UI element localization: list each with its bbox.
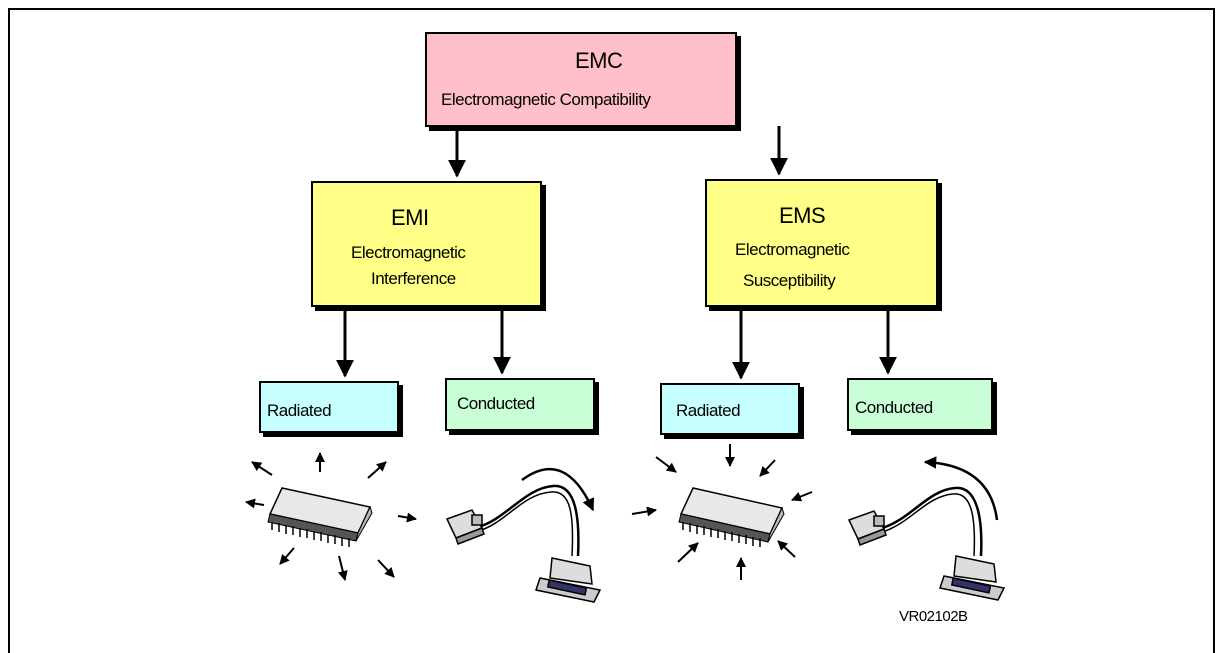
ems-radiated-label: Radiated — [676, 401, 741, 420]
chip-receiving-icon — [631, 444, 813, 580]
ems-line2: Susceptibility — [743, 271, 836, 290]
cable-receiving-icon — [847, 456, 1006, 601]
emi-title: EMI — [391, 205, 429, 230]
emi-radiated-label: Radiated — [267, 401, 332, 420]
emi-radiated-box: Radiated — [259, 381, 399, 433]
ems-box: EMS Electromagnetic Susceptibility — [705, 179, 938, 307]
ems-radiated-box: Radiated — [660, 383, 800, 435]
ems-line1: Electromagnetic — [735, 240, 850, 259]
emi-line1: Electromagnetic — [351, 243, 466, 262]
emc-box: EMC Electromagnetic Compatibility — [425, 32, 737, 127]
cable-emitting-icon — [445, 467, 602, 603]
ems-conducted-label: Conducted — [855, 398, 933, 417]
connectors — [336, 126, 897, 380]
ems-title: EMS — [779, 203, 826, 228]
ems-conducted-box: Conducted — [847, 378, 993, 431]
figure-frame — [8, 8, 1215, 653]
emc-subtitle: Electromagnetic Compatibility — [441, 90, 651, 109]
emc-title: EMC — [575, 48, 623, 73]
emi-box: EMI Electromagnetic Interference — [311, 181, 542, 307]
chip-emitting-icon — [245, 452, 417, 581]
emi-line2: Interference — [371, 269, 456, 288]
figure-reference-code: VR02102B — [899, 608, 968, 625]
emi-conducted-label: Conducted — [457, 394, 535, 413]
emi-conducted-box: Conducted — [445, 378, 595, 431]
